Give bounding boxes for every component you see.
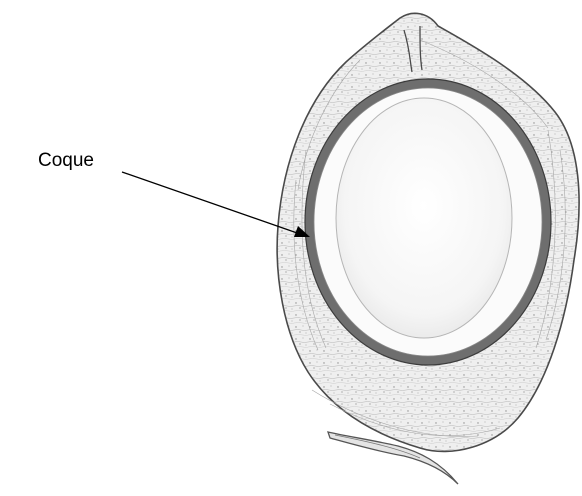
shell-arrow [122, 172, 300, 234]
inner-kernel [336, 98, 512, 338]
shell-label: Coque [38, 150, 94, 171]
